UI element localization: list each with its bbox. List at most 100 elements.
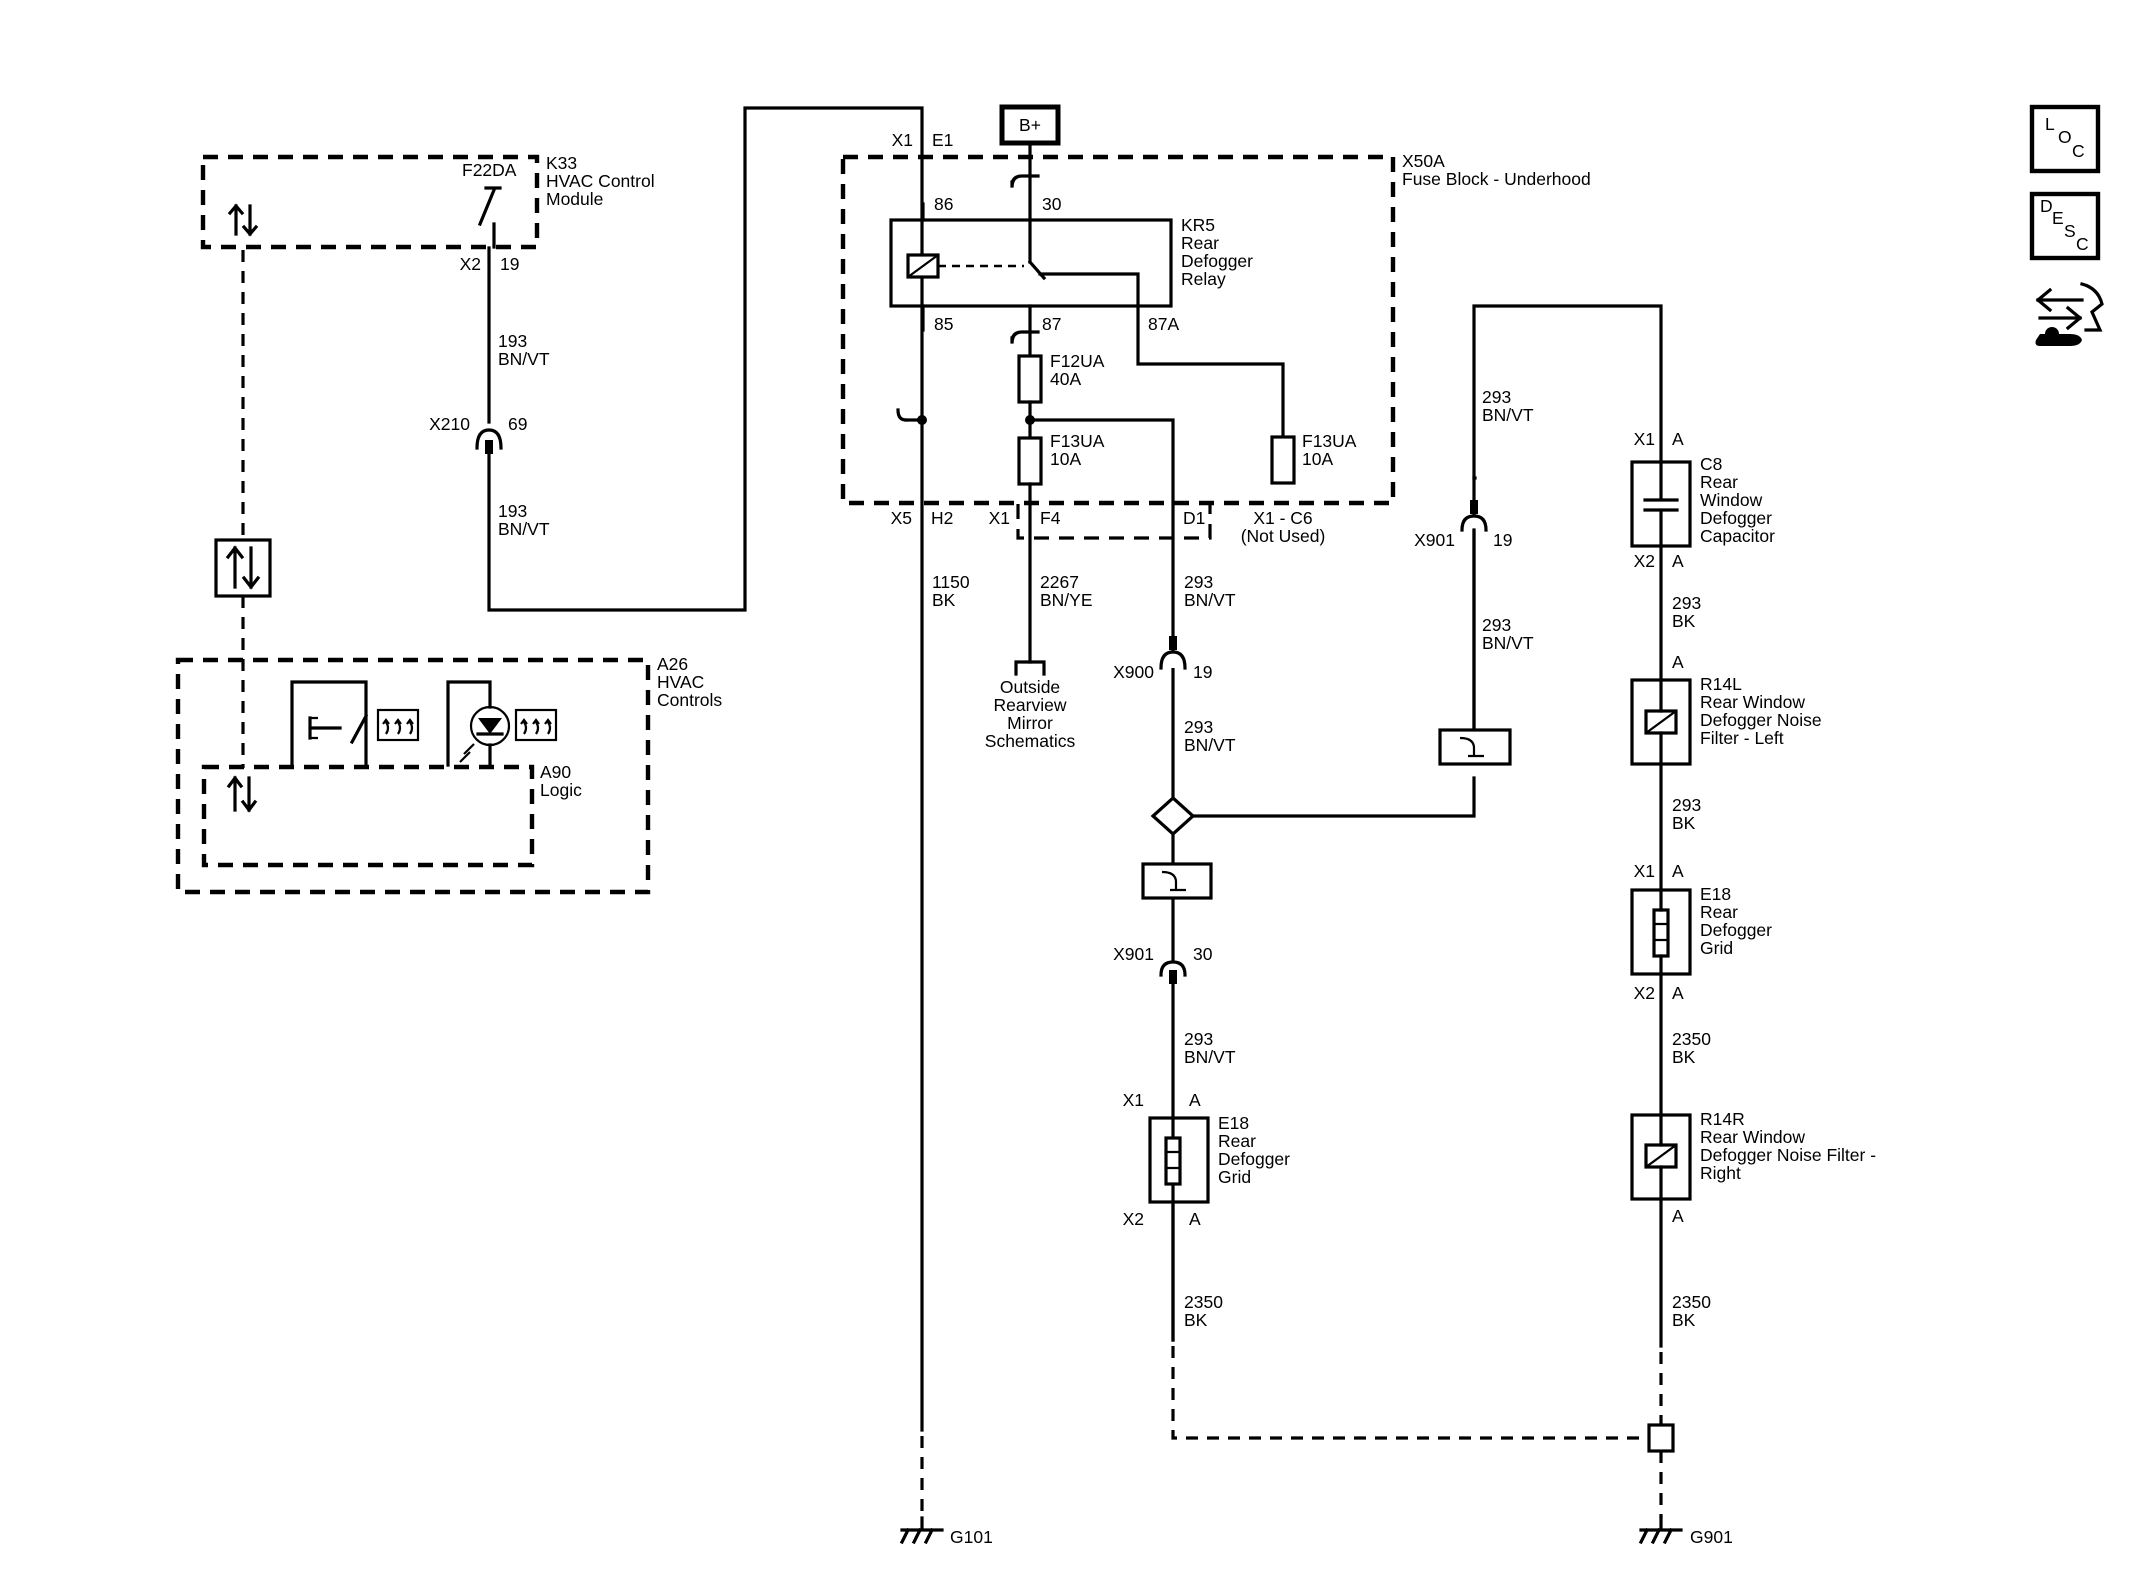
w293-top-color: BN/VT: [1482, 405, 1534, 425]
r14l-id: R14L: [1700, 674, 1742, 694]
e18r-x1-conn: X1: [1634, 861, 1655, 881]
w2350-r1-circuit: 2350: [1672, 1029, 1711, 1049]
a26-name-line1: HVAC: [657, 672, 704, 692]
w193-top-circuit: 193: [498, 331, 527, 351]
r14r-name-line1: Rear Window: [1700, 1127, 1805, 1147]
kr5-pin-30: 30: [1042, 194, 1062, 214]
w293-mid-circuit: 293: [1482, 615, 1511, 635]
x50a-name: Fuse Block - Underhood: [1402, 169, 1591, 189]
a90-serial-data-icon: [226, 775, 258, 813]
e18l-name-line1: Rear: [1218, 1131, 1256, 1151]
c8-x1-pin: A: [1672, 429, 1684, 449]
f22da-switch-symbol: [477, 186, 502, 249]
x901-19-pin: 19: [1493, 530, 1512, 550]
c8-id: C8: [1700, 454, 1722, 474]
not-used-connector: X1 - C6: [1253, 508, 1312, 528]
mirror-ref-line1: Outside: [1000, 677, 1060, 697]
defog-switch-symbol: [290, 680, 369, 767]
x1-e1-pin: E1: [932, 130, 953, 150]
w2350-l-circuit: 2350: [1184, 1292, 1223, 1312]
g101-label: G101: [950, 1527, 993, 1547]
k33-name-line2: Module: [546, 189, 603, 209]
battery-label: B+: [1019, 115, 1041, 135]
c8-x1-conn: X1: [1634, 429, 1655, 449]
kr5-name-line1: Rear: [1181, 233, 1219, 253]
indicator-led-symbol: [446, 680, 511, 767]
kr5-pin-87a: 87A: [1148, 314, 1179, 334]
f13ua-a-rating: 10A: [1050, 449, 1081, 469]
e18r-x1-pin: A: [1672, 861, 1684, 881]
r14r-pin-a: A: [1672, 1206, 1684, 1226]
ground-g901: G901: [1638, 1516, 1733, 1547]
loc-letter-c: C: [2072, 141, 2085, 161]
kr5-id: KR5: [1181, 215, 1215, 235]
r14r-name-line3: Right: [1700, 1163, 1741, 1183]
k33-name-line1: HVAC Control: [546, 171, 655, 191]
f13ua-fuse-not-used: F13UA 10A: [1270, 431, 1357, 485]
w1150-color: BK: [932, 590, 956, 610]
k33-id: K33: [546, 153, 577, 173]
r14r-id: R14R: [1700, 1109, 1745, 1129]
r14r-noise-filter-right: R14R Rear Window Defogger Noise Filter -…: [1630, 1109, 1876, 1226]
r14l-pin-a: A: [1672, 652, 1684, 672]
w2350-r2-circuit: 2350: [1672, 1292, 1711, 1312]
desc-letter-s: S: [2064, 221, 2076, 241]
c8-name-line1: Rear: [1700, 472, 1738, 492]
x901-30-pin: 30: [1193, 944, 1213, 964]
e18l-x2-pin: A: [1189, 1209, 1201, 1229]
x50a-id: X50A: [1402, 151, 1445, 171]
kr5-pin-86: 86: [934, 194, 953, 214]
e18l-x1-pin: A: [1189, 1090, 1201, 1110]
a26-hvac-controls: A26 HVAC Controls A90 Logic: [175, 654, 722, 895]
loc-button[interactable]: L O C: [2029, 104, 2101, 174]
x1-e1-connector: X1: [892, 130, 913, 150]
connector-repair-icon[interactable]: [2035, 282, 2104, 346]
x1-f4-pin: F4: [1040, 508, 1061, 528]
x5-connector: X5: [891, 508, 912, 528]
k33-connector: X2: [460, 254, 481, 274]
w2350-r2-color: BK: [1672, 1310, 1696, 1330]
e18r-name-line3: Grid: [1700, 938, 1733, 958]
w293-b-color: BN/VT: [1184, 735, 1236, 755]
r14l-name-line1: Rear Window: [1700, 692, 1805, 712]
kr5-pin-85: 85: [934, 314, 953, 334]
rear-defog-indicator-icon: [514, 708, 558, 742]
e18l-id: E18: [1218, 1113, 1249, 1133]
e18-rear-defogger-grid-left: X1 A E18 Rear Defogger Grid X2 A: [1123, 1090, 1291, 1229]
w293-bk2-circuit: 293: [1672, 795, 1701, 815]
e18-rear-defogger-grid-right: X1 A E18 Rear Defogger Grid X2 A: [1630, 861, 1772, 1003]
c8-rear-window-defogger-capacitor: X1 A C8 Rear Window Defogger Capacitor X…: [1630, 429, 1775, 571]
rear-defog-heat-icon: [376, 708, 420, 742]
not-used-note: (Not Used): [1241, 526, 1326, 546]
e18r-x2-pin: A: [1672, 983, 1684, 1003]
w193-bot-circuit: 193: [498, 501, 527, 521]
w293-a-color: BN/VT: [1184, 590, 1236, 610]
x50a-fuse-block: X50A Fuse Block - Underhood X1 E1 B+ KR5…: [840, 104, 1591, 1342]
w293-bk1-circuit: 293: [1672, 593, 1701, 613]
rear-window-connector-left: [1141, 862, 1213, 900]
e18r-id: E18: [1700, 884, 1731, 904]
r14l-name-line3: Filter - Left: [1700, 728, 1784, 748]
desc-letter-d: D: [2040, 196, 2053, 216]
a26-id: A26: [657, 654, 688, 674]
x210-connector: X210 69: [429, 414, 527, 454]
w193-bot-color: BN/VT: [498, 519, 550, 539]
kr5-pin-87: 87: [1042, 314, 1061, 334]
kr5-name-line3: Relay: [1181, 269, 1226, 289]
ground-g101: G101: [899, 1516, 993, 1547]
w1150-circuit: 1150: [932, 572, 970, 592]
w2350-l-color: BK: [1184, 1310, 1208, 1330]
serial-data-link: [214, 250, 272, 768]
kr5-rear-defogger-relay: KR5 Rear Defogger Relay 86 30 85 87 87A: [889, 194, 1285, 447]
f12ua-id: F12UA: [1050, 351, 1105, 371]
e18r-name-line1: Rear: [1700, 902, 1738, 922]
w293-mid-color: BN/VT: [1482, 633, 1534, 653]
k33-pin: 19: [500, 254, 519, 274]
c8-x2-pin: A: [1672, 551, 1684, 571]
e18r-x2-conn: X2: [1634, 983, 1655, 1003]
f12ua-rating: 40A: [1050, 369, 1081, 389]
desc-letter-e: E: [2052, 208, 2064, 228]
x900-pin: 19: [1193, 662, 1212, 682]
desc-button[interactable]: D E S C: [2029, 191, 2101, 261]
f13ua-a-id: F13UA: [1050, 431, 1105, 451]
